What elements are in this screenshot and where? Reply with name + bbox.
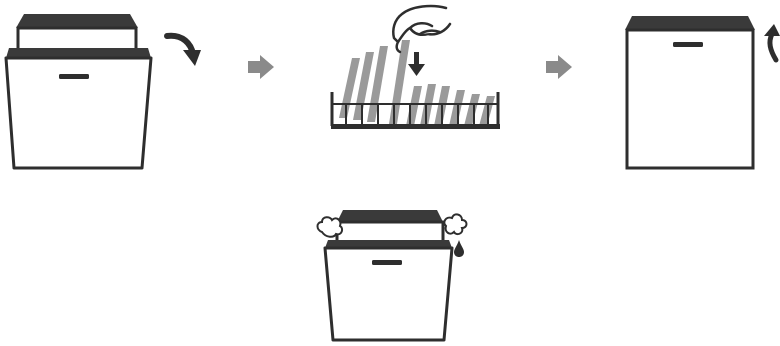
water-drop-icon: [454, 240, 464, 257]
curved-arrow-close-icon: [764, 24, 780, 60]
door-handle: [673, 42, 703, 47]
step-steam-release: [318, 210, 467, 340]
curved-arrow-open-icon: [167, 36, 201, 66]
steam-right-icon: [444, 214, 466, 234]
step-open-door: [6, 14, 201, 168]
dishwasher-door-closed: [627, 30, 753, 168]
flow-arrow-2: [546, 55, 572, 79]
steam-left-icon: [318, 217, 343, 237]
door-handle: [372, 260, 402, 265]
step-load-plates: [331, 6, 500, 129]
flow-arrow-1: [248, 55, 274, 79]
dishwasher-door: [6, 48, 151, 168]
dishwasher-top: [625, 16, 755, 30]
dishwasher-body-back: [16, 14, 138, 52]
down-arrow-icon: [408, 52, 425, 76]
dishwasher-body-back: [337, 222, 443, 242]
dishwasher-top: [337, 210, 443, 222]
door-handle: [59, 74, 89, 79]
step-close-door: [625, 16, 780, 168]
